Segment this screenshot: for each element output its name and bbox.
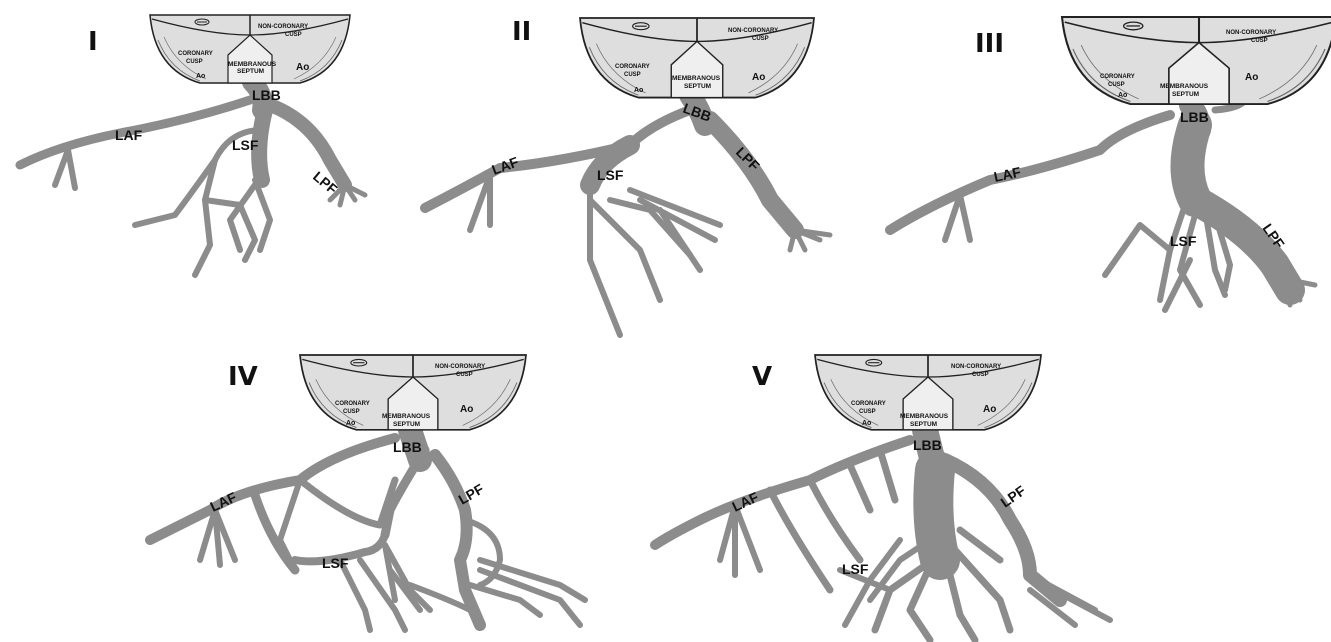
panel-v-non-coronary-line2: CUSP xyxy=(972,372,989,378)
panel-i-numeral: I xyxy=(88,27,98,57)
panel-ii-numeral: II xyxy=(512,17,531,47)
panel-v-ao-left: Ao xyxy=(862,420,871,427)
panel-ii-non-coronary-line2: CUSP xyxy=(752,36,769,42)
panel-iv-non-coronary-line1: NON-CORONARY xyxy=(435,364,485,370)
panel-iii-ao-left: Ao xyxy=(1118,92,1127,99)
panel-iii-coronary-cusp-line2: CUSP xyxy=(1108,82,1125,88)
panel-ii-ao-right: Ao xyxy=(752,72,765,83)
panel-v-lbb-label: LBB xyxy=(913,437,942,453)
panel-iii-non-coronary-line2: CUSP xyxy=(1251,38,1268,44)
panel-iv-numeral: IV xyxy=(228,362,258,392)
panel-iii-lsf-label: LSF xyxy=(1170,233,1197,249)
panel-iv-ao-right: Ao xyxy=(460,404,473,415)
panel-v-coronary-cusp-line1: CORONARY xyxy=(851,401,886,407)
panel-iv-lsf-label: LSF xyxy=(322,555,349,571)
panel-iv-lbb-label: LBB xyxy=(393,439,422,455)
panel-ii-ao-left: Ao xyxy=(634,87,643,94)
panel-i-laf-label: LAF xyxy=(115,127,143,143)
panel-i-ao-left: Ao xyxy=(196,73,205,80)
panel-iii-non-coronary-line1: NON-CORONARY xyxy=(1226,30,1276,36)
panel-i: I CORONARY CUSP Ao NON-CORONARY CUSP Ao … xyxy=(20,15,365,275)
panel-iii-conduction xyxy=(890,90,1315,310)
panel-i-lbb-label: LBB xyxy=(252,87,281,103)
panel-v-septum-line1: MEMBRANOUS xyxy=(900,413,949,420)
panel-ii-non-coronary-line1: NON-CORONARY xyxy=(728,28,778,34)
panel-ii: II CORONARY CUSP Ao NON-CORONARY CUSP Ao… xyxy=(425,17,830,335)
panel-v-conduction xyxy=(655,430,1110,640)
panel-iii-lbb-label: LBB xyxy=(1180,109,1209,125)
panel-iv: IV CORONARY CUSP Ao NO xyxy=(150,355,585,630)
panel-iii-numeral: III xyxy=(975,29,1004,59)
panel-v: V CORONARY CUSP Ao xyxy=(655,355,1110,640)
panel-iii: III CORONARY CUSP Ao NON-CORONARY CUSP A… xyxy=(890,17,1331,310)
panel-ii-coronary-cusp-line1: CORONARY xyxy=(615,64,650,70)
panel-iv-ao-left: Ao xyxy=(346,420,355,427)
panel-iv-septum-line2: SEPTUM xyxy=(393,421,420,428)
panel-iii-septum-line1: MEMBRANOUS xyxy=(1160,83,1209,90)
panel-iii-coronary-cusp-line1: CORONARY xyxy=(1100,74,1135,80)
panel-v-non-coronary-line1: NON-CORONARY xyxy=(951,364,1001,370)
panel-ii-coronary-cusp-line2: CUSP xyxy=(624,72,641,78)
panel-i-ao-right: Ao xyxy=(296,62,309,73)
panel-v-lsf-label: LSF xyxy=(842,561,869,577)
panel-v-numeral: V xyxy=(752,362,772,392)
panel-v-ao-right: Ao xyxy=(983,404,996,415)
panel-ii-conduction xyxy=(425,95,830,335)
panel-i-septum-line1: MEMBRANOUS xyxy=(228,61,277,68)
panel-ii-septum-line2: SEPTUM xyxy=(684,83,711,90)
panel-iv-coronary-cusp-line1: CORONARY xyxy=(335,401,370,407)
panel-i-coronary-cusp-line1: CORONARY xyxy=(178,51,213,57)
panel-i-septum-line2: SEPTUM xyxy=(237,68,264,75)
panel-iii-laf-label: LAF xyxy=(992,164,1022,185)
panel-v-coronary-cusp-line2: CUSP xyxy=(859,409,876,415)
panel-iv-non-coronary-line2: CUSP xyxy=(456,372,473,378)
panel-iv-conduction xyxy=(150,430,585,630)
panel-ii-lsf-label: LSF xyxy=(597,167,624,183)
panel-iii-ao-right: Ao xyxy=(1245,72,1258,83)
panel-ii-septum-line1: MEMBRANOUS xyxy=(672,75,721,82)
panel-v-septum-line2: SEPTUM xyxy=(910,421,937,428)
panel-i-non-coronary-line1: NON-CORONARY xyxy=(258,24,308,30)
panel-iv-coronary-cusp-line2: CUSP xyxy=(343,409,360,415)
panel-ii-laf-label: LAF xyxy=(490,153,521,177)
panel-iii-septum-line2: SEPTUM xyxy=(1172,91,1199,98)
panel-i-lsf-label: LSF xyxy=(232,137,259,153)
panel-i-coronary-cusp-line2: CUSP xyxy=(186,59,203,65)
panel-iv-septum-line1: MEMBRANOUS xyxy=(382,413,431,420)
panel-i-non-coronary-line2: CUSP xyxy=(285,32,302,38)
